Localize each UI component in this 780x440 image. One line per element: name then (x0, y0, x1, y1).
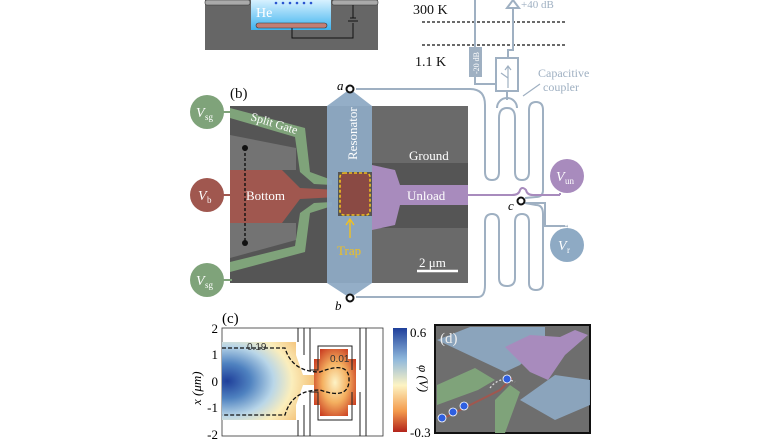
ytick: 1 (212, 347, 219, 362)
svg-text:V: V (196, 106, 206, 121)
resonator-3d (437, 327, 545, 372)
bottom-electrode-b (230, 170, 338, 223)
attenuator-label: -20 dB (472, 52, 481, 74)
panel-d: (d) (434, 324, 591, 434)
circulator-arrows (500, 65, 512, 88)
resonator-label: Resonator (345, 107, 360, 160)
bottom-label: Bottom (246, 188, 285, 203)
ground-region-bottom (372, 228, 468, 283)
ytick: -1 (207, 400, 218, 415)
electrode-outlines (297, 328, 367, 436)
y-axis-label: x (μm) (189, 371, 204, 406)
split-gate-3d (437, 368, 495, 405)
node-a (345, 84, 355, 94)
colorbar (393, 328, 407, 432)
contour-label-1: 0.19 (247, 342, 267, 353)
node-a-label: a (337, 78, 344, 93)
resonator-meander-bottom (356, 202, 544, 298)
potential-trap (314, 349, 356, 416)
ground-region-top (372, 106, 468, 163)
top-electrode-right (331, 0, 379, 6)
coupler-label-2: coupler (543, 80, 579, 94)
node-c-label: c (508, 198, 514, 213)
ground-label: Ground (409, 148, 449, 163)
tail-line (524, 202, 565, 227)
svg-text:V: V (556, 170, 566, 185)
bottom-electrode (255, 22, 328, 29)
coupler-pointer (522, 83, 541, 97)
circulator (495, 57, 519, 92)
transfer-arrow (489, 378, 516, 389)
svg-text:V: V (198, 189, 208, 204)
electrons-3d (437, 374, 512, 423)
coupler-label-1: Capacitive (538, 66, 589, 80)
unload-electrode (372, 165, 468, 230)
unload-label: Unload (407, 188, 446, 203)
svg-text:sg: sg (205, 112, 214, 122)
temp-1k: 1.1 K (415, 55, 446, 70)
unload-3d (505, 330, 588, 380)
panel-c: (c) 0.19 0.01 2 1 0 -1 -2 x (μm) 0.6 -0.… (189, 311, 431, 440)
unload-line (468, 187, 560, 196)
attenuator-line (474, 77, 496, 85)
node-b (345, 293, 355, 303)
ytick: 0 (212, 374, 219, 389)
bias-circuit (291, 5, 358, 39)
electrons (274, 1, 313, 5)
svg-text:b: b (207, 195, 212, 205)
svg-text:sg: sg (205, 280, 214, 290)
svg-text:V: V (558, 239, 568, 254)
panel-b: (b) Resonator Bottom Ground Unload Split… (190, 78, 584, 313)
colorbar-label: φ (V) (416, 365, 431, 392)
panel-b-label: (b) (230, 86, 248, 102)
panel-d-label: (d) (440, 331, 458, 347)
panel-c-label: (c) (222, 311, 239, 327)
split-gate-bottom (230, 202, 332, 272)
attenuator (469, 47, 482, 77)
colorbar-max: 0.6 (410, 325, 427, 340)
resonator-meander-top (356, 88, 544, 199)
node-c (516, 196, 526, 206)
amplifier-label: +40 dB (521, 0, 554, 11)
panel-a: He (204, 0, 379, 50)
trap-label: Trap (337, 243, 361, 258)
ytick: -2 (207, 427, 218, 440)
scale-bar-label: 2 μm (419, 255, 446, 270)
potential-left (222, 342, 325, 420)
amplifier-icon (505, 0, 521, 9)
node-b-label: b (335, 298, 342, 313)
split-gate-top (230, 108, 332, 185)
svg-text:un: un (565, 176, 575, 186)
contour-lines (222, 347, 350, 416)
coupler-arc (496, 97, 518, 109)
ytick: 2 (212, 321, 219, 336)
helium-label: He (256, 6, 272, 21)
colorbar-min: -0.3 (410, 425, 431, 440)
y-ticks: 2 1 0 -1 -2 (207, 321, 218, 440)
contour-label-2: 0.01 (330, 354, 350, 365)
helium (251, 0, 331, 30)
output-line (507, 8, 514, 58)
temp-300k: 300 K (413, 3, 448, 18)
trap-arrow-icon (345, 217, 355, 238)
trap-outline (339, 172, 371, 216)
svg-text:V: V (196, 274, 206, 289)
top-electrode-left (204, 0, 251, 6)
wiring-diagram: 300 K 1.1 K -20 dB +40 dB Capacitive cou… (356, 0, 589, 298)
svg-text:r: r (567, 245, 570, 255)
